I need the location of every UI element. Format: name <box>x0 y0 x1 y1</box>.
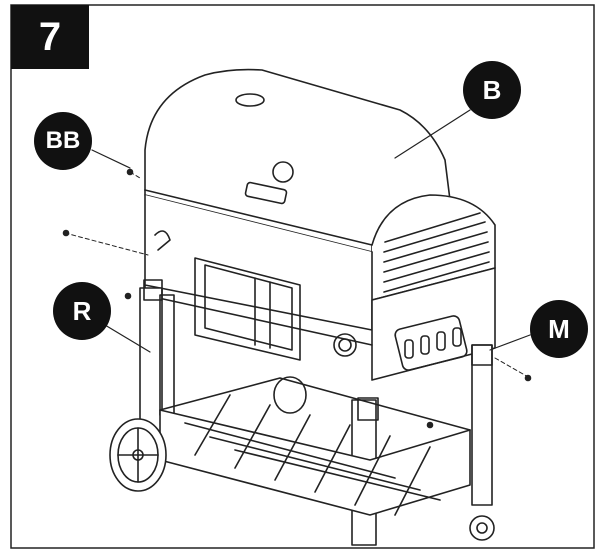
step-number-badge: 7 <box>11 5 89 69</box>
callout-bb: BB <box>34 112 92 170</box>
cart-frame <box>139 279 493 546</box>
callout-r: R <box>53 282 111 340</box>
cart-wheels <box>109 376 495 541</box>
callout-m: M <box>530 300 588 358</box>
callout-leaders <box>91 109 531 353</box>
bolts <box>62 168 532 429</box>
callout-b: B <box>463 61 521 119</box>
grill-lid <box>144 68 496 301</box>
diagram-border <box>10 4 595 549</box>
